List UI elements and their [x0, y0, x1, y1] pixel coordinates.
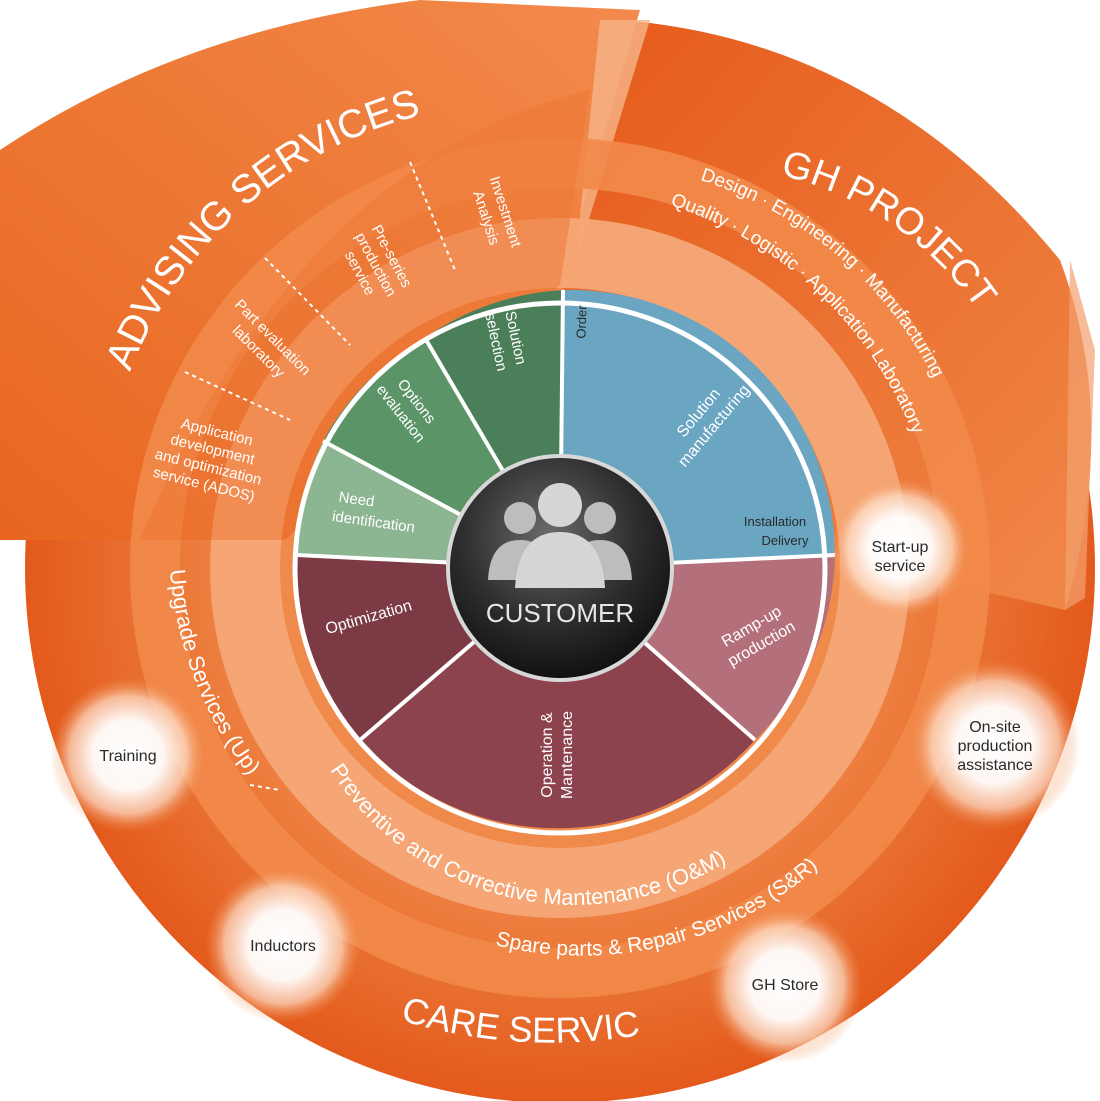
- training-label: Training: [99, 748, 156, 765]
- advising-overlay: [140, 90, 590, 540]
- onsite-label-3: assistance: [957, 757, 1033, 774]
- svg-text:Need: Need: [338, 489, 376, 511]
- training-bubble: [50, 677, 206, 833]
- installation-label: Installation: [744, 514, 806, 529]
- onsite-bubble: [910, 660, 1080, 830]
- svg-text:Mantenance: Mantenance: [559, 711, 576, 799]
- delivery-label: Delivery: [762, 533, 809, 548]
- order-label: Order: [573, 304, 589, 338]
- onsite-label-1: On-site: [969, 719, 1021, 736]
- inductors-label: Inductors: [250, 938, 316, 955]
- svg-text:Operation &: Operation &: [539, 712, 556, 798]
- gh-store-bubble: [707, 907, 863, 1063]
- operation-label: Operation & Mantenance: [539, 711, 576, 799]
- customer-label: CUSTOMER: [486, 598, 634, 628]
- svg-text:Order: Order: [573, 304, 589, 338]
- people-icon: [488, 483, 632, 588]
- sector-operation: [360, 568, 755, 829]
- gh-store-label: GH Store: [752, 977, 819, 994]
- startup-label-1: Start-up: [872, 539, 929, 556]
- gh-project-edge: [1065, 260, 1095, 610]
- startup-bubble: [830, 478, 970, 618]
- startup-label-2: service: [875, 558, 926, 575]
- inductors-bubble: [205, 867, 361, 1023]
- dashed-separators: [184, 161, 456, 791]
- onsite-label-2: production: [958, 738, 1033, 755]
